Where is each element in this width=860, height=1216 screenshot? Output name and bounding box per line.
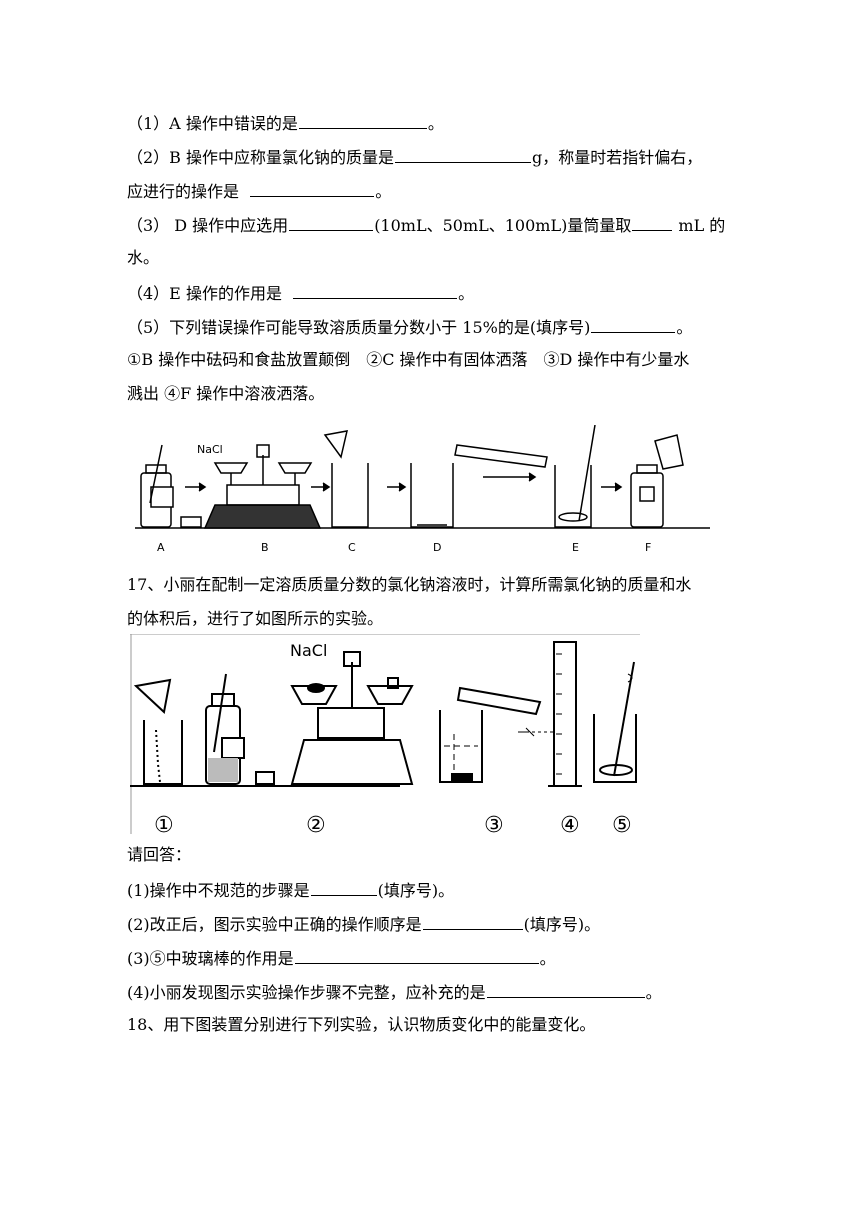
q17-stem-line2: 的体积后，进行了如图所示的实验。 bbox=[127, 609, 383, 629]
q17-item-1-end: (填序号)。 bbox=[377, 881, 455, 900]
q17-item-2-text: (2)改正后，图示实验中正确的操作顺序是 bbox=[127, 915, 422, 934]
figure-label-2: ② bbox=[306, 813, 326, 838]
answer-blank[interactable] bbox=[591, 316, 676, 333]
q16-options-line1: ①B 操作中砝码和食盐放置颠倒 ②C 操作中有固体洒落 ③D 操作中有少量水 bbox=[127, 350, 689, 370]
q17-item-1: (1)操作中不规范的步骤是 (填序号)。 bbox=[127, 879, 454, 901]
q16-item-3-end: 水。 bbox=[127, 248, 160, 267]
answer-blank[interactable] bbox=[294, 947, 539, 964]
q17-prompt: 请回答： bbox=[127, 845, 191, 865]
figure-label-1: ① bbox=[154, 813, 174, 838]
q16-item-1-text: （1）A 操作中错误的是 bbox=[127, 114, 298, 133]
q16-item-5-text: （5）下列错误操作可能导致溶质质量分数小于 15%的是(填序号) bbox=[127, 318, 591, 337]
nacl-label-2: NaCl bbox=[290, 641, 327, 660]
weight-box bbox=[180, 516, 202, 528]
q16-item-1-end: 。 bbox=[427, 114, 444, 133]
q16-item-2-end: 。 bbox=[375, 182, 392, 201]
q17-stem-text2: 的体积后，进行了如图所示的实验。 bbox=[127, 609, 384, 628]
q16-item-2-text: （2）B 操作中应称量氯化钠的质量是 bbox=[127, 148, 395, 167]
q16-item-4-text: （4）E 操作的作用是 bbox=[127, 284, 282, 303]
answer-blank[interactable] bbox=[486, 981, 645, 998]
q16-experiment-figure: NaCl A B C D E F bbox=[135, 425, 710, 554]
answer-blank[interactable] bbox=[298, 112, 427, 129]
figure-label-5: ⑤ bbox=[612, 813, 632, 838]
beaker-5 bbox=[593, 661, 637, 783]
q16-options-line2: 溅出 ④F 操作中溶液洒落。 bbox=[127, 384, 324, 404]
q16-options-text2: 溅出 ④F 操作中溶液洒落。 bbox=[127, 384, 325, 403]
answer-blank[interactable] bbox=[293, 282, 458, 299]
nacl-label: NaCl bbox=[197, 443, 223, 456]
q17-stem-text1: 17、小丽在配制一定溶质质量分数的氯化钠溶液时，计算所需氯化钠的质量和水 bbox=[127, 575, 692, 594]
q16-item-5-end: 。 bbox=[676, 318, 693, 337]
figure-label-a: A bbox=[157, 541, 165, 554]
q16-item-3: （3） D 操作中应选用 (10mL、50mL、100mL)量筒量取 mL 的 bbox=[127, 214, 725, 236]
q17-experiment-figure: NaCl ① ② ③ ④ ⑤ bbox=[130, 634, 640, 838]
cylinder-pouring bbox=[454, 444, 548, 468]
q16-item-3-line2: 水。 bbox=[127, 248, 159, 268]
q17-item-4: (4)小丽发现图示实验操作步骤不完整，应补充的是 。 bbox=[127, 981, 662, 1003]
answer-blank[interactable] bbox=[289, 214, 374, 231]
q17-item-3-text: (3)⑤中玻璃棒的作用是 bbox=[127, 949, 294, 968]
q17-item-2: (2)改正后，图示实验中正确的操作顺序是 (填序号)。 bbox=[127, 913, 600, 935]
bottle-f bbox=[630, 434, 684, 528]
reagent-jar-a bbox=[140, 444, 174, 528]
beaker-d bbox=[410, 463, 454, 528]
answer-blank[interactable] bbox=[632, 214, 673, 231]
q17-item-1-text: (1)操作中不规范的步骤是 bbox=[127, 881, 310, 900]
q17-item-4-text: (4)小丽发现图示实验操作步骤不完整，应补充的是 bbox=[127, 983, 486, 1002]
q18-stem-text: 18、用下图装置分别进行下列实验，认识物质变化中的能量变化。 bbox=[127, 1015, 596, 1034]
q16-item-4-end: 。 bbox=[458, 284, 475, 303]
q16-item-2-line2: 应进行的操作是 。 bbox=[127, 180, 391, 202]
q17-item-3-end: 。 bbox=[539, 949, 556, 968]
figure-label-3: ③ bbox=[484, 813, 504, 838]
answer-blank[interactable] bbox=[395, 146, 532, 163]
q18-stem: 18、用下图装置分别进行下列实验，认识物质变化中的能量变化。 bbox=[127, 1015, 595, 1035]
q16-item-3-unit: mL 的 bbox=[678, 216, 726, 235]
beaker-1 bbox=[133, 678, 183, 785]
figure-label-e: E bbox=[572, 541, 579, 554]
q16-item-3-text: （3） D 操作中应选用 bbox=[127, 216, 289, 235]
q16-item-1: （1）A 操作中错误的是 。 bbox=[127, 112, 444, 134]
figure-label-c: C bbox=[348, 541, 356, 554]
q16-item-2-text2: 应进行的操作是 bbox=[127, 182, 240, 201]
q16-item-3-options: (10mL、50mL、100mL)量筒量取 bbox=[374, 216, 632, 235]
figure-label-d: D bbox=[433, 541, 441, 554]
balance-b bbox=[203, 444, 322, 529]
figure-label-f: F bbox=[645, 541, 651, 554]
q17-item-3: (3)⑤中玻璃棒的作用是 。 bbox=[127, 947, 556, 969]
figure-label-4: ④ bbox=[560, 813, 580, 838]
q16-item-5: （5）下列错误操作可能导致溶质质量分数小于 15%的是(填序号) 。 bbox=[127, 316, 692, 338]
q17-stem-line1: 17、小丽在配制一定溶质质量分数的氯化钠溶液时，计算所需氯化钠的质量和水 bbox=[127, 575, 691, 595]
beaker-3 bbox=[439, 686, 542, 783]
q17-prompt-text: 请回答： bbox=[127, 845, 192, 864]
figure-label-b: B bbox=[261, 541, 269, 554]
q17-item-4-end: 。 bbox=[645, 983, 662, 1002]
answer-blank[interactable] bbox=[422, 913, 523, 930]
graduated-cylinder-4 bbox=[518, 641, 582, 787]
balance-2 bbox=[290, 651, 414, 785]
answer-blank[interactable] bbox=[310, 879, 377, 896]
arrows bbox=[185, 472, 623, 492]
q16-item-2: （2）B 操作中应称量氯化钠的质量是 g，称量时若指针偏右， bbox=[127, 146, 702, 168]
weight-box-2 bbox=[255, 771, 275, 785]
beaker-e bbox=[554, 425, 596, 528]
answer-blank[interactable] bbox=[250, 180, 375, 197]
q16-item-4: （4）E 操作的作用是 。 bbox=[127, 282, 474, 304]
q17-item-2-end: (填序号)。 bbox=[523, 915, 601, 934]
reagent-bottle bbox=[205, 673, 245, 785]
beaker-c bbox=[323, 430, 369, 528]
q16-options-text1: ①B 操作中砝码和食盐放置颠倒 ②C 操作中有固体洒落 ③D 操作中有少量水 bbox=[127, 350, 690, 369]
q16-item-2-cont: g，称量时若指针偏右， bbox=[532, 148, 703, 167]
